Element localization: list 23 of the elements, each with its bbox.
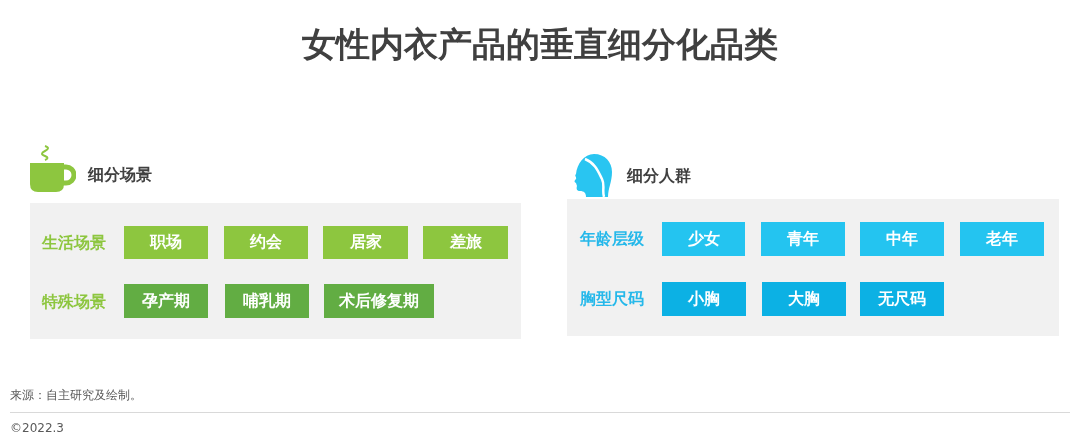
category-box: 术后修复期 bbox=[324, 284, 434, 318]
row-label: 生活场景 bbox=[42, 232, 106, 253]
category-box: 少女 bbox=[662, 222, 745, 256]
row-label: 年龄层级 bbox=[580, 229, 644, 249]
category-box: 职场 bbox=[124, 226, 208, 259]
panel-heading: 细分场景 bbox=[88, 165, 152, 185]
copyright-note: ©2022.3 bbox=[10, 420, 64, 436]
category-box: 小胸 bbox=[662, 282, 746, 316]
category-box: 中年 bbox=[860, 222, 944, 256]
row-label: 胸型尺码 bbox=[580, 289, 644, 309]
source-note: 来源：自主研究及绘制。 bbox=[10, 387, 142, 403]
category-box: 青年 bbox=[761, 222, 845, 256]
row-label: 特殊场景 bbox=[42, 291, 106, 312]
category-box: 居家 bbox=[323, 226, 408, 259]
category-box: 大胸 bbox=[762, 282, 846, 316]
category-box: 无尺码 bbox=[860, 282, 944, 316]
panel-heading: 细分人群 bbox=[627, 166, 691, 186]
category-box: 孕产期 bbox=[124, 284, 208, 318]
category-box: 约会 bbox=[224, 226, 308, 259]
category-box: 老年 bbox=[960, 222, 1044, 256]
category-box: 差旅 bbox=[423, 226, 508, 259]
title: 女性内衣产品的垂直细分化品类 bbox=[302, 23, 778, 66]
category-box: 哺乳期 bbox=[225, 284, 309, 318]
